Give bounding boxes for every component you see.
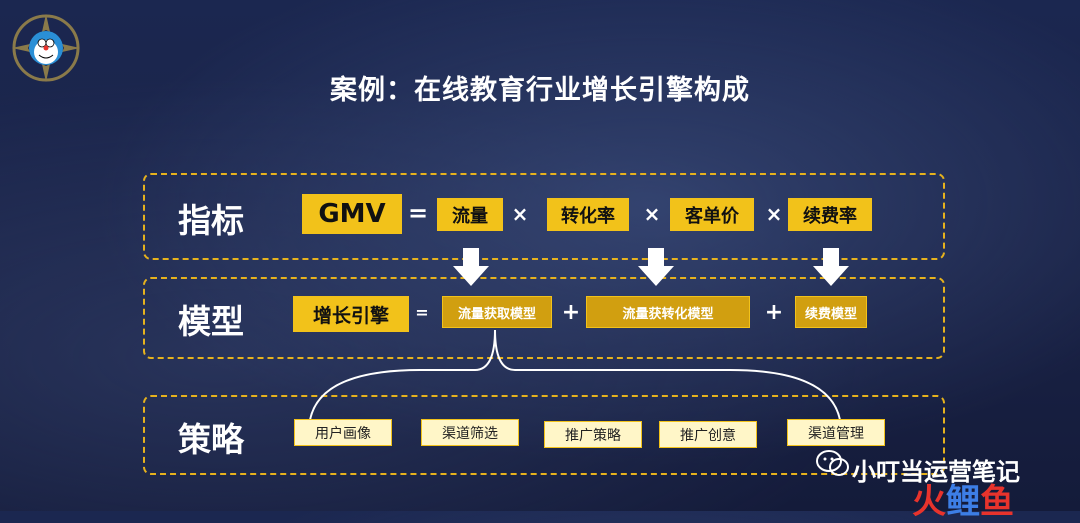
strategy-promotion-creative: 推广创意 [659, 421, 757, 448]
multiply-sign: × [765, 202, 783, 226]
strategy-channel-screening: 渠道筛选 [421, 419, 519, 446]
page-title: 案例：在线教育行业增长引擎构成 [330, 75, 750, 106]
metric-aov: 客单价 [670, 198, 754, 231]
models-panel [143, 277, 945, 359]
equals-sign: = [415, 303, 429, 322]
plus-sign: + [764, 300, 784, 325]
strategies-panel [143, 395, 945, 475]
model-renewal: 续费模型 [795, 296, 867, 328]
down-arrow-icon [453, 248, 489, 286]
strategy-user-persona: 用户画像 [294, 419, 392, 446]
strategies-row-label: 策略 [178, 420, 244, 459]
model-traffic-acquisition: 流量获取模型 [442, 296, 552, 328]
brand-char: 鱼 [980, 482, 1014, 522]
strategy-channel-management: 渠道管理 [787, 419, 885, 446]
models-row-label: 模型 [178, 302, 244, 341]
brand-logo: 火鲤鱼 [912, 474, 1014, 523]
model-traffic-conversion: 流量获转化模型 [586, 296, 750, 328]
brand-char: 火 [912, 482, 946, 522]
multiply-sign: × [511, 202, 529, 226]
down-arrow-icon [813, 248, 849, 286]
strategy-promotion-plan: 推广策略 [544, 421, 642, 448]
metric-renewal: 续费率 [788, 198, 872, 231]
wechat-icon [816, 450, 849, 476]
plus-sign: + [561, 300, 581, 325]
metric-conversion: 转化率 [547, 198, 629, 231]
brand-char: 鲤 [946, 482, 980, 522]
equals-sign: = [407, 199, 429, 227]
down-arrow-icon [638, 248, 674, 286]
metrics-row-label: 指标 [178, 201, 244, 240]
watermark-text: 小叮当运营笔记 [852, 458, 1020, 486]
doraemon-compass-logo [12, 14, 80, 82]
branch-connector [309, 329, 841, 421]
metric-traffic: 流量 [437, 198, 503, 231]
metrics-panel [143, 173, 945, 260]
multiply-sign: × [643, 202, 661, 226]
growth-engine-box: 增长引擎 [293, 296, 409, 332]
gmv-box: GMV [302, 194, 402, 234]
